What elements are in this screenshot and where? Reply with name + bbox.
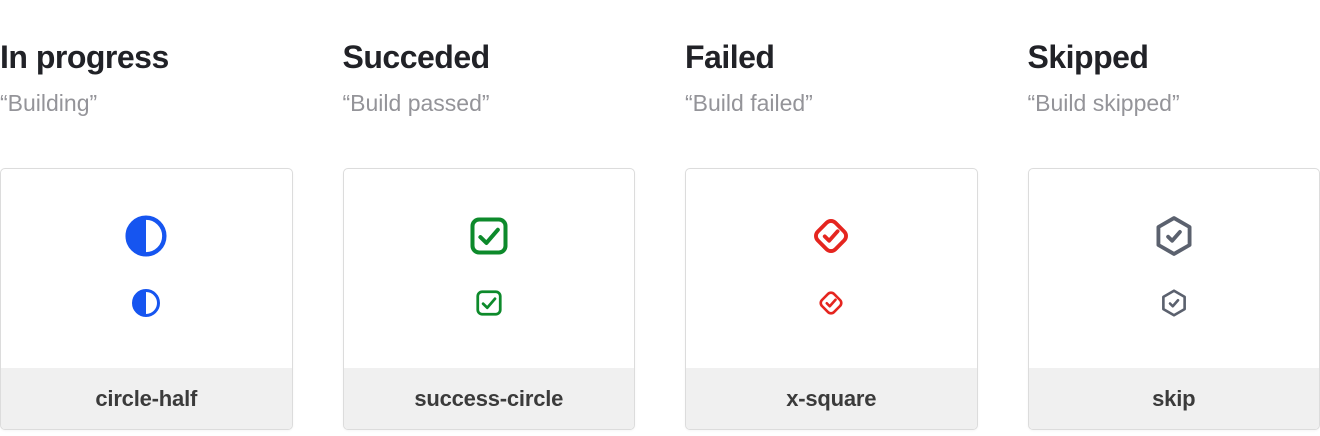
status-title: In progress [0, 39, 169, 75]
card-body [1, 169, 292, 368]
status-quote: “Build passed” [342, 90, 490, 116]
circle-half-icon [124, 214, 168, 258]
check-square-icon [474, 288, 504, 318]
check-hexagon-icon [1152, 214, 1196, 258]
card-body [686, 169, 977, 368]
status-quote: “Building” [0, 90, 98, 116]
status-card-skip: skip [1027, 168, 1320, 430]
icon-name-label: circle-half [95, 385, 198, 411]
status-quote: “Build failed” [685, 90, 813, 116]
status-card-success-circle: success-circle [342, 168, 635, 430]
status-column-in-progress: In progress “Building” circle- [0, 0, 293, 430]
status-column-failed: Failed “Build failed” x-square [685, 0, 978, 430]
status-title: Succeded [342, 39, 491, 75]
check-square-icon [467, 214, 511, 258]
icon-name-label: x-square [786, 385, 877, 411]
check-hexagon-icon [1159, 288, 1189, 318]
status-column-succeded: Succeded “Build passed” succes [342, 0, 635, 430]
status-column-skipped: Skipped “Build skipped” skip [1027, 0, 1320, 430]
circle-half-icon [131, 288, 161, 318]
card-body [344, 169, 635, 368]
card-footer: skip [1028, 368, 1319, 429]
card-footer: success-circle [343, 368, 634, 429]
check-diamond-icon [816, 288, 846, 318]
status-title: Skipped [1027, 39, 1149, 75]
icon-name-label: success-circle [414, 385, 564, 411]
check-diamond-icon [809, 214, 853, 258]
card-footer: circle-half [1, 368, 292, 429]
status-card-x-square: x-square [685, 168, 978, 430]
status-title: Failed [685, 39, 775, 75]
status-card-circle-half: circle-half [0, 168, 293, 430]
card-body [1029, 169, 1320, 368]
card-footer: x-square [686, 368, 977, 429]
icon-name-label: skip [1152, 385, 1196, 411]
status-quote: “Build skipped” [1027, 90, 1180, 116]
